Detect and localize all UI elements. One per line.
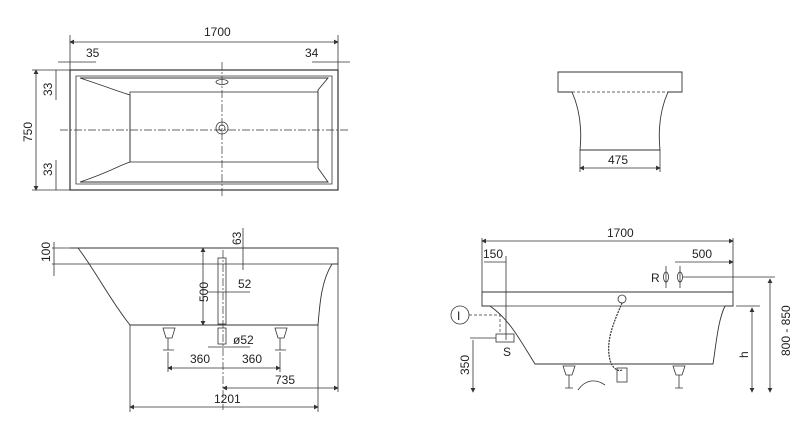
mixer-offset-label: 500 xyxy=(692,247,712,261)
siphon-height-label: 350 xyxy=(458,355,472,375)
left-leg xyxy=(162,327,176,351)
bottom-rim-label: 33 xyxy=(41,162,55,176)
drain-diameter-label: ø52 xyxy=(233,333,254,347)
end-view: 475 xyxy=(557,71,683,172)
leg-right-label: 360 xyxy=(242,352,262,366)
leg-left-label: 360 xyxy=(190,352,210,366)
end-width-label: 475 xyxy=(608,153,628,167)
top-right-offset-label: 34 xyxy=(305,46,319,60)
top-view: 1700 35 34 750 33 33 xyxy=(21,25,350,198)
top-left-offset-label: 35 xyxy=(86,46,100,60)
right-length-label: 1700 xyxy=(607,226,634,240)
rim-height-label: 100 xyxy=(39,242,53,262)
height-label: h xyxy=(737,351,751,358)
drain-to-end-label: 735 xyxy=(275,373,295,387)
offset-150-label: 150 xyxy=(483,247,503,261)
mixer-label: R xyxy=(651,271,660,285)
base-length-label: 1201 xyxy=(214,392,241,406)
right-leg xyxy=(274,327,288,351)
top-length-label: 1700 xyxy=(204,25,231,39)
siphon-label: S xyxy=(503,345,511,359)
top-rim-label: 33 xyxy=(41,82,55,96)
depth-label: 500 xyxy=(197,282,211,302)
side-view-right: 1700 150 500 R I S 350 h 800 - 850 xyxy=(450,226,793,393)
side-view-left: 100 63 500 52 ø52 360 360 735 1201 xyxy=(39,228,339,412)
overflow-offset-label: 63 xyxy=(230,231,244,245)
circle-label: I xyxy=(457,309,460,323)
top-width-label: 750 xyxy=(21,122,35,142)
total-height-label: 800 - 850 xyxy=(779,305,793,356)
pipe-label: 52 xyxy=(238,277,252,291)
